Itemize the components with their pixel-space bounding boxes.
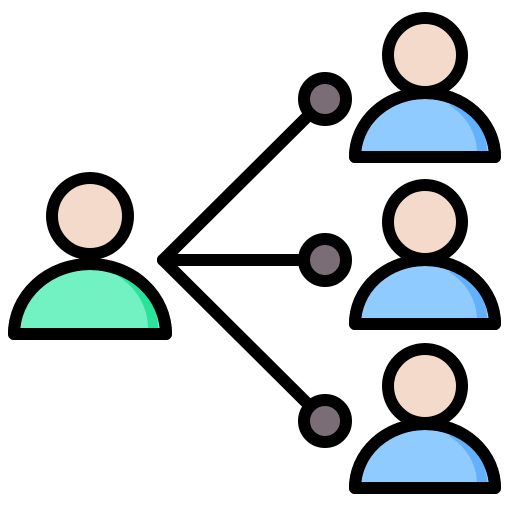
source-user-body-shade (118, 272, 158, 328)
node-top-icon (298, 72, 352, 126)
target-user-middle-head (382, 179, 468, 265)
connector-bottom-line (157, 254, 331, 427)
target-user-top-body-shade (449, 101, 487, 151)
node-middle-icon (298, 233, 352, 287)
connector-nodes (298, 72, 352, 448)
source-user-body-outline (8, 258, 172, 340)
target-user-middle-body-shade (449, 268, 487, 318)
target-user-top-head (382, 12, 468, 98)
target-user-bottom-head (382, 343, 468, 429)
node-bottom-icon (298, 394, 352, 448)
target-user-middle-icon (349, 179, 501, 330)
source-user-head (46, 172, 134, 260)
target-user-bottom-icon (349, 343, 501, 494)
connector-top-line (157, 93, 331, 266)
source-user-icon (8, 172, 172, 340)
target-user-top-icon (349, 12, 501, 163)
target-user-bottom-body-shade (449, 432, 487, 482)
